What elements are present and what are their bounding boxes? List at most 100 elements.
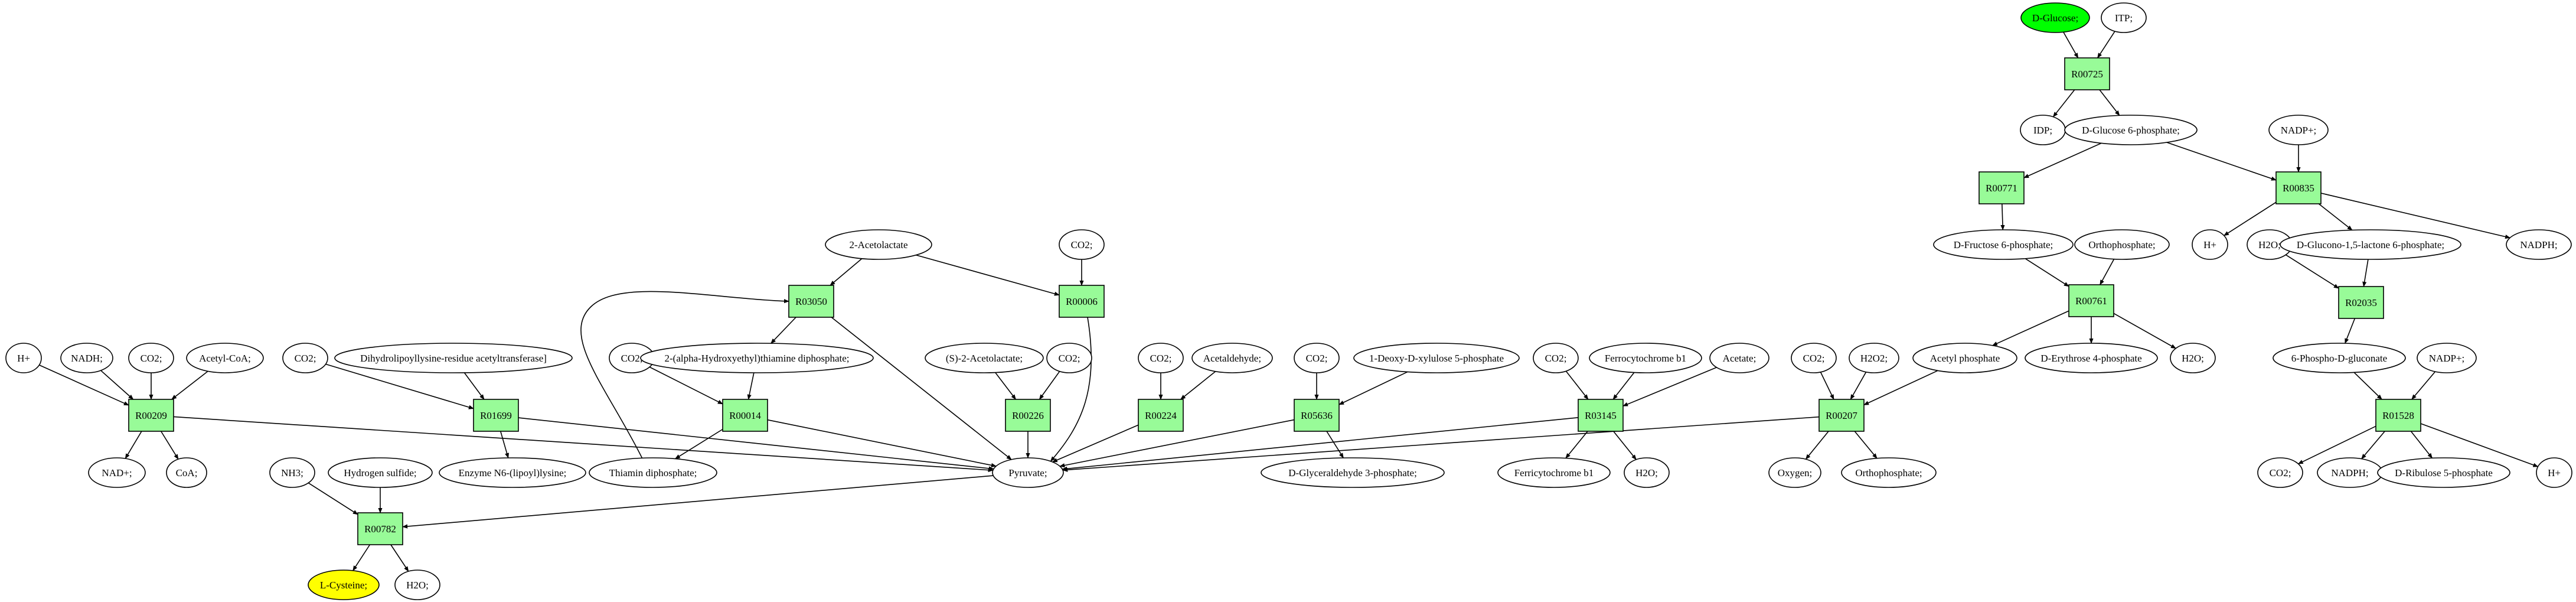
metabolite-node-nad-plus[interactable]: NAD+;: [88, 457, 146, 488]
metabolite-ellipse: [1912, 343, 2017, 373]
metabolite-node-orthophos-1[interactable]: Orthophosphate;: [2074, 229, 2170, 260]
metabolite-label: 6-Phospho-D-gluconate: [2291, 353, 2387, 364]
metabolite-node-oxygen[interactable]: Oxygen;: [1768, 457, 1821, 488]
metabolite-node-enzyme-lipoyl[interactable]: Enzyme N6-(lipoyl)lysine;: [439, 457, 586, 488]
metabolite-node-co2-r00209[interactable]: CO2;: [128, 343, 174, 373]
edge-R03050-to-pyruvate: [831, 317, 1012, 460]
edge-R05636-to-gap: [1326, 431, 1344, 458]
metabolite-label: Ferricytochrome b1: [1514, 467, 1594, 479]
metabolite-node-pgluconate[interactable]: 6-Phospho-D-gluconate: [2273, 343, 2406, 373]
metabolite-node-co2-r00006[interactable]: CO2;: [1059, 229, 1105, 260]
reaction-node-r00761[interactable]: R00761: [2068, 284, 2114, 317]
metabolite-node-acetate[interactable]: Acetate;: [1709, 343, 1769, 373]
metabolite-label: H2O;: [1635, 467, 1658, 479]
metabolite-node-acetolactate[interactable]: 2-Acetolactate: [825, 229, 932, 260]
metabolite-node-co2-r03145[interactable]: CO2;: [1533, 343, 1579, 373]
metabolite-ellipse: [589, 457, 717, 488]
reaction-label: R00207: [1826, 410, 1857, 421]
metabolite-node-co2-r01528[interactable]: CO2;: [2257, 457, 2303, 488]
metabolite-node-nadh[interactable]: NADH;: [60, 343, 113, 373]
metabolite-label: H+: [2548, 467, 2561, 479]
metabolite-node-hplus-1[interactable]: H+: [2192, 229, 2228, 260]
reaction-label: R00725: [2071, 69, 2103, 80]
reaction-node-r00771[interactable]: R00771: [1978, 171, 2025, 204]
edge-deoxyxylulose-to-R05636: [1338, 371, 1408, 405]
metabolite-node-s-acetolactate[interactable]: (S)-2-Acetolactate;: [925, 343, 1044, 373]
reaction-node-r01699[interactable]: R01699: [473, 399, 519, 432]
metabolite-node-nadp-plus-2[interactable]: NADP+;: [2417, 343, 2477, 373]
metabolite-node-idp[interactable]: IDP;: [2020, 115, 2066, 145]
metabolite-node-coa[interactable]: CoA;: [166, 457, 207, 488]
reaction-node-r00782[interactable]: R00782: [357, 512, 403, 545]
reaction-node-r00835[interactable]: R00835: [2275, 171, 2322, 204]
reaction-node-r03145[interactable]: R03145: [1578, 399, 1624, 432]
metabolite-ellipse: [2280, 229, 2461, 260]
metabolite-node-co2-r01699[interactable]: CO2;: [282, 343, 328, 373]
edge-R00835-to-nadph_1: [2320, 193, 2511, 239]
metabolite-node-nadph-1[interactable]: NADPH;: [2506, 229, 2572, 260]
reaction-node-r00226[interactable]: R00226: [1005, 399, 1051, 432]
metabolite-node-orthophos-2[interactable]: Orthophosphate;: [1841, 457, 1937, 488]
metabolite-node-dihydrolipoyl[interactable]: Dihydrolipoyllysine-residue acetyltransf…: [334, 343, 573, 373]
metabolite-label: Ferrocytochrome b1: [1605, 353, 1686, 364]
metabolite-node-ferrocyt[interactable]: Ferrocytochrome b1: [1589, 343, 1702, 373]
metabolite-node-co2-r00207[interactable]: CO2;: [1791, 343, 1837, 373]
metabolite-node-hplus-3[interactable]: H+: [5, 343, 42, 373]
reaction-node-r00725[interactable]: R00725: [2064, 57, 2110, 90]
metabolite-ellipse: [2170, 343, 2216, 373]
metabolite-node-acetylphos[interactable]: Acetyl phosphate: [1912, 343, 2017, 373]
edge-R00006-to-pyruvate: [1050, 317, 1092, 462]
metabolite-node-hetdp[interactable]: 2-(alpha-Hydroxyethyl)thiamine diphospha…: [640, 343, 874, 373]
reaction-node-r01528[interactable]: R01528: [2375, 399, 2421, 432]
metabolite-node-h2s[interactable]: Hydrogen sulfide;: [328, 457, 433, 488]
reaction-node-r00207[interactable]: R00207: [1818, 399, 1865, 432]
reaction-node-r00006[interactable]: R00006: [1059, 285, 1105, 318]
metabolite-node-nh3[interactable]: NH3;: [269, 457, 315, 488]
metabolite-node-acetaldehyde[interactable]: Acetaldehyde;: [1191, 343, 1273, 373]
edge-R01528-to-co2_r01528: [2297, 425, 2376, 464]
reaction-node-r03050[interactable]: R03050: [788, 285, 834, 318]
metabolite-node-ferricyt[interactable]: Ferricytochrome b1: [1497, 457, 1611, 488]
metabolite-label: CO2;: [1545, 353, 1567, 364]
metabolite-node-deoxyxylulose[interactable]: 1-Deoxy-D-xylulose 5-phosphate: [1353, 343, 1520, 373]
metabolite-node-co2-r05636[interactable]: CO2;: [1294, 343, 1340, 373]
metabolite-label: CO2;: [295, 353, 316, 364]
metabolite-node-thiamin[interactable]: Thiamin diphosphate;: [589, 457, 717, 488]
metabolite-node-h2o-2[interactable]: H2O;: [2170, 343, 2216, 373]
metabolite-node-h2o-4[interactable]: H2O;: [394, 570, 440, 600]
metabolite-node-f6p[interactable]: D-Fructose 6-phosphate;: [1933, 229, 2074, 260]
metabolite-ellipse: [2025, 343, 2158, 373]
reaction-node-r00209[interactable]: R00209: [128, 399, 174, 432]
reaction-box: [2064, 57, 2110, 90]
metabolite-label: NADP+;: [2281, 125, 2317, 136]
metabolite-node-acetylcoa[interactable]: Acetyl-CoA;: [186, 343, 264, 373]
metabolite-node-co2-r00226[interactable]: CO2;: [1046, 343, 1092, 373]
metabolite-node-nadph-2[interactable]: NADPH;: [2317, 457, 2383, 488]
metabolite-node-e4p[interactable]: D-Erythrose 4-phosphate: [2025, 343, 2158, 373]
reaction-node-r00224[interactable]: R00224: [1138, 399, 1184, 432]
metabolite-node-gap[interactable]: D-Glyceraldehyde 3-phosphate;: [1261, 457, 1445, 488]
edge-R00835-to-hplus_1: [2224, 201, 2277, 236]
metabolite-node-h2o-3[interactable]: H2O;: [1624, 457, 1670, 488]
metabolite-node-pyruvate[interactable]: Pyruvate;: [992, 457, 1064, 488]
metabolite-node-dglucose[interactable]: D-Glucose;: [2020, 2, 2090, 33]
metabolite-node-glucono[interactable]: D-Glucono-1,5-lactone 6-phosphate;: [2280, 229, 2461, 260]
metabolite-node-lcysteine[interactable]: L-Cysteine;: [308, 570, 380, 600]
reaction-node-r02035[interactable]: R02035: [2338, 286, 2384, 319]
metabolite-node-ribulose[interactable]: D-Ribulose 5-phosphate: [2377, 457, 2510, 488]
metabolite-node-g6p[interactable]: D-Glucose 6-phosphate;: [2064, 115, 2198, 145]
reaction-node-r05636[interactable]: R05636: [1294, 399, 1340, 432]
edge-R00209-to-nad_plus: [125, 431, 142, 459]
metabolite-node-co2-r00014[interactable]: CO2;: [609, 343, 655, 373]
metabolite-node-h2o-1[interactable]: H2O;: [2247, 229, 2293, 260]
metabolite-ellipse: [825, 229, 932, 260]
edge-R00209-to-pyruvate: [173, 416, 994, 473]
metabolite-node-itp[interactable]: ITP;: [2101, 2, 2147, 33]
metabolite-node-h2o2[interactable]: H2O2;: [1849, 343, 1899, 373]
metabolite-node-co2-r00224[interactable]: CO2;: [1138, 343, 1184, 373]
reaction-box: [722, 399, 768, 432]
metabolite-node-hplus-2[interactable]: H+: [2536, 457, 2572, 488]
reaction-node-r00014[interactable]: R00014: [722, 399, 768, 432]
metabolite-node-nadp-plus-1[interactable]: NADP+;: [2268, 115, 2329, 145]
